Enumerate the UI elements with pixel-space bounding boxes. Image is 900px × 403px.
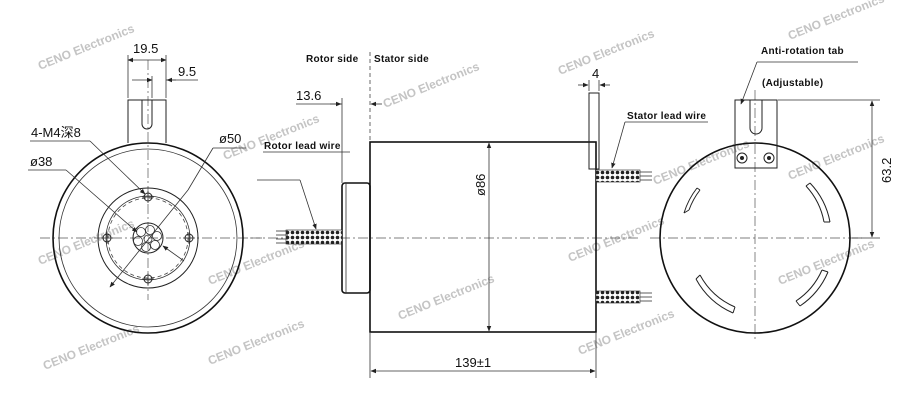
label-rotor-lead-wire: Rotor lead wire	[264, 141, 341, 152]
stator-lead-wire-bottom	[595, 290, 641, 304]
watermark-text: CENO Electronics	[651, 136, 752, 188]
dim-tab-thickness: 4	[592, 66, 599, 81]
watermark-text: CENO Electronics	[41, 321, 142, 373]
watermark-text: CENO Electronics	[36, 216, 137, 268]
dim-slot-offset: 9.5	[178, 64, 196, 79]
stator-lead-wire-top	[595, 169, 641, 183]
label-rotor-side: Rotor side	[306, 54, 359, 65]
dim-tab-height: 63.2	[879, 158, 894, 183]
dim-inner-diameter: ø38	[30, 154, 52, 169]
dim-rotor-protrusion: 13.6	[296, 88, 321, 103]
outer-housing-circle	[52, 142, 244, 334]
rear-housing-circle	[659, 142, 851, 334]
flange-circle	[97, 187, 199, 289]
label-stator-side: Stator side	[374, 54, 429, 65]
rear-anti-rotation-tab	[734, 99, 778, 169]
arc-slot	[795, 269, 829, 307]
front-view-left: 19.5 9.5 4-M4深8 ø38 ø50	[28, 41, 262, 334]
tab-screw	[763, 152, 775, 164]
watermark-text: CENO Electronics	[556, 26, 657, 78]
rear-view-right: Anti-rotation tab (Adjustable) 63.2	[650, 46, 894, 342]
watermark-text: CENO Electronics	[566, 213, 667, 265]
wire-bundle	[132, 222, 164, 254]
stator-tab	[588, 92, 600, 170]
dim-tab-width: 19.5	[133, 41, 158, 56]
arc-slot	[805, 182, 831, 223]
arc-slot	[695, 274, 736, 314]
label-stator-lead-wire: Stator lead wire	[627, 111, 706, 122]
side-view: Rotor side Stator side 13.6 Rotor lead w…	[250, 52, 708, 378]
anti-rotation-tab	[127, 99, 167, 143]
dim-body-diameter: ø86	[473, 174, 488, 196]
watermark-text: CENO Electronics	[381, 59, 482, 111]
slip-ring-body	[369, 141, 597, 333]
dim-total-length: 139±1	[455, 355, 491, 370]
tab-screw	[736, 152, 748, 164]
watermark-text: CENO Electronics	[776, 236, 877, 288]
watermark-text: CENO Electronics	[786, 0, 887, 43]
dim-bolt-circle: ø50	[219, 131, 241, 146]
label-adjustable: (Adjustable)	[762, 78, 823, 89]
rotor-lead-wire	[285, 229, 343, 245]
watermark-text: CENO Electronics	[206, 316, 307, 368]
watermark-text: CENO Electronics	[396, 271, 497, 323]
arc-slot	[683, 187, 701, 214]
label-mount-holes: 4-M4深8	[31, 125, 81, 140]
watermark-text: CENO Electronics	[36, 21, 137, 73]
label-anti-rotation-tab: Anti-rotation tab	[761, 46, 844, 57]
watermark-text: CENO Electronics	[786, 131, 887, 183]
